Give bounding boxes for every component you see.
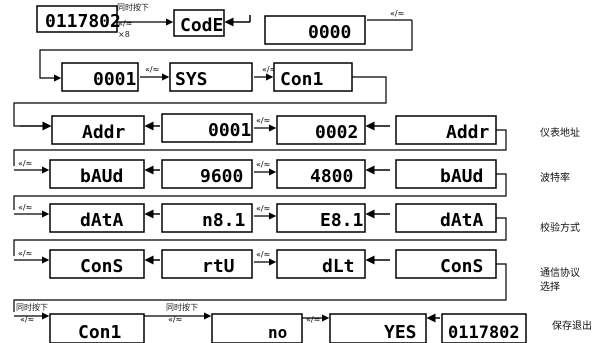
svg-text:dLt: dLt <box>322 256 355 277</box>
svg-text:同时按下: 同时按下 <box>166 302 198 312</box>
svg-text:0117802: 0117802 <box>448 323 520 343</box>
display-data: dAtA <box>49 203 145 233</box>
svg-text:0002: 0002 <box>315 122 358 143</box>
svg-text:Con1: Con1 <box>78 322 121 343</box>
svg-text:«/≈: «/≈ <box>18 159 32 168</box>
svg-text:«/≈: «/≈ <box>390 9 404 18</box>
svg-text:E8.1: E8.1 <box>320 210 363 231</box>
display-con1-exit: Con1 <box>49 313 145 343</box>
svg-text:Con1: Con1 <box>280 69 323 90</box>
display-addr: Addr <box>51 115 145 145</box>
svg-text:«/≈: «/≈ <box>256 160 270 169</box>
display-no: no <box>211 313 303 343</box>
svg-text:ConS: ConS <box>80 256 123 277</box>
display-e81: E8.1 <box>276 203 366 233</box>
svg-text:«/≈: «/≈ <box>168 315 182 324</box>
svg-text:0001: 0001 <box>208 120 251 141</box>
display-baud-9600: 9600 <box>161 159 253 189</box>
display-addr-0001: 0001 <box>161 113 253 143</box>
display-code: CodE <box>173 9 225 37</box>
row-label-protocol-2: 选择 <box>540 282 560 293</box>
svg-text:同时按下: 同时按下 <box>16 302 48 312</box>
row-label-address: 仪表地址 <box>540 128 580 139</box>
display-baud: bAUd <box>49 159 145 189</box>
svg-text:«/≈: «/≈ <box>145 65 159 74</box>
svg-text:«/≈: «/≈ <box>262 65 276 74</box>
svg-text:bAUd: bAUd <box>440 166 483 187</box>
svg-text:SYS: SYS <box>175 69 208 90</box>
svg-text:bAUd: bAUd <box>80 166 123 187</box>
display-cons: ConS <box>49 249 145 279</box>
row-label-protocol: 通信协议 <box>540 268 580 279</box>
svg-text:«/≈: «/≈ <box>256 204 270 213</box>
svg-text:«/≈: «/≈ <box>18 203 32 212</box>
svg-text:9600: 9600 <box>200 166 243 187</box>
svg-text:«/≈: «/≈ <box>256 250 270 259</box>
svg-text:0000: 0000 <box>308 22 351 43</box>
svg-text:同时按下: 同时按下 <box>117 2 149 12</box>
svg-text:«/≈: «/≈ <box>20 315 34 324</box>
svg-text:0001: 0001 <box>93 69 136 90</box>
svg-text:dAtA: dAtA <box>80 210 124 231</box>
display-baud-4800: 4800 <box>276 159 366 189</box>
display-baud-end: bAUd <box>395 159 497 189</box>
svg-text:Addr: Addr <box>82 122 126 143</box>
svg-text:0117802: 0117802 <box>45 11 121 32</box>
svg-text:«/≈: «/≈ <box>18 249 32 258</box>
svg-text:«/≈: «/≈ <box>118 19 132 28</box>
display-addr-0002: 0002 <box>276 115 366 145</box>
svg-text:dAtA: dAtA <box>440 210 484 231</box>
display-con1: Con1 <box>273 62 353 92</box>
display-sys: SYS <box>169 62 253 92</box>
display-n81: n8.1 <box>161 203 253 233</box>
svg-text:Addr: Addr <box>446 122 490 143</box>
svg-text:×8: ×8 <box>118 30 130 39</box>
svg-text:«/≈: «/≈ <box>306 315 320 324</box>
row-label-baud: 波特率 <box>540 173 570 184</box>
display-addr-end: Addr <box>395 115 497 145</box>
svg-text:4800: 4800 <box>310 166 353 187</box>
display-yes: YES <box>329 313 427 343</box>
row-label-parity: 校验方式 <box>540 223 580 234</box>
display-dlt: dLt <box>276 249 366 279</box>
display-energy-1: 0117802 <box>36 5 121 33</box>
row-label-save-exit: 保存退出 <box>552 321 592 332</box>
svg-text:«/≈: «/≈ <box>256 116 270 125</box>
display-data-end: dAtA <box>395 203 497 233</box>
display-password: 0000 <box>264 15 366 45</box>
svg-text:rtU: rtU <box>202 256 235 277</box>
display-cons-end: ConS <box>395 249 497 279</box>
svg-text:YES: YES <box>384 322 417 343</box>
svg-text:ConS: ConS <box>440 256 483 277</box>
display-rtu: rtU <box>161 249 253 279</box>
svg-text:CodE: CodE <box>180 15 223 36</box>
svg-text:n8.1: n8.1 <box>202 210 245 231</box>
svg-text:no: no <box>268 323 287 342</box>
display-pwd-0001: 0001 <box>61 62 139 92</box>
display-energy-2: 0117802 <box>441 313 527 343</box>
